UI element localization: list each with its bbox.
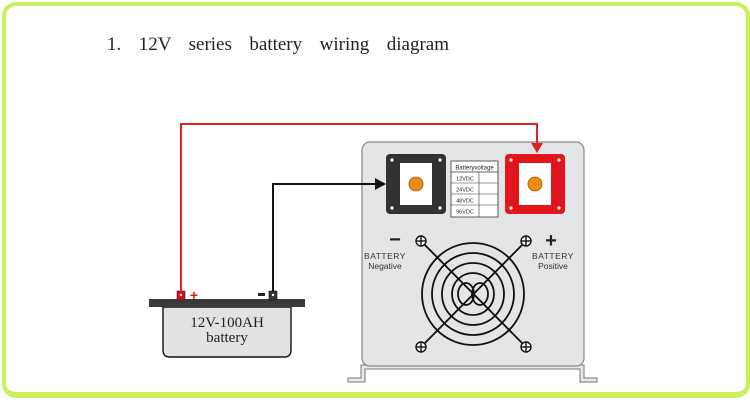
battery-negative-symbol (258, 293, 265, 296)
voltage-option-96v: 96VDC (456, 210, 474, 216)
battery-voltage-table: Batteryvoltage 12VDC 24VDC 48VDC 96VDC (450, 160, 499, 218)
negative-symbol: − (389, 229, 401, 251)
negative-terminal[interactable] (386, 154, 446, 214)
fan-screw-icon (520, 341, 532, 353)
positive-symbol: + (545, 230, 557, 252)
voltage-table-header: Batteryvoltage (455, 166, 494, 172)
positive-label-line1: BATTERY (532, 251, 574, 261)
battery-lid (149, 299, 305, 307)
negative-wire (272, 178, 386, 291)
battery-positive-symbol: + (190, 287, 198, 303)
negative-label-line1: BATTERY (364, 251, 406, 261)
diagram-title: 1. 12V series battery wiring diagram (107, 34, 449, 55)
battery-label-type: battery (206, 330, 248, 346)
positive-label-line2: Positive (538, 261, 568, 271)
voltage-option-48v: 48VDC (456, 199, 474, 205)
positive-wire-arrowhead (531, 143, 543, 153)
inverter-bracket (347, 364, 598, 383)
voltage-option-24v: 24VDC (456, 188, 474, 194)
negative-label-line2: Negative (368, 261, 402, 271)
positive-wire (180, 123, 543, 291)
battery: 12V-100AH battery (149, 299, 305, 358)
fan-guard-icon (420, 240, 527, 348)
fan-screw-icon (415, 341, 427, 353)
battery-body (162, 306, 292, 358)
fan-screw-icon (520, 235, 532, 247)
negative-wire-arrowhead (375, 178, 386, 190)
voltage-option-12v: 12VDC (456, 177, 474, 183)
battery-label-capacity: 12V-100AH (190, 315, 264, 331)
fan-screw-icon (415, 235, 427, 247)
positive-terminal[interactable] (505, 154, 565, 214)
battery-positive-post[interactable] (176, 290, 186, 301)
battery-negative-post[interactable] (268, 290, 278, 301)
